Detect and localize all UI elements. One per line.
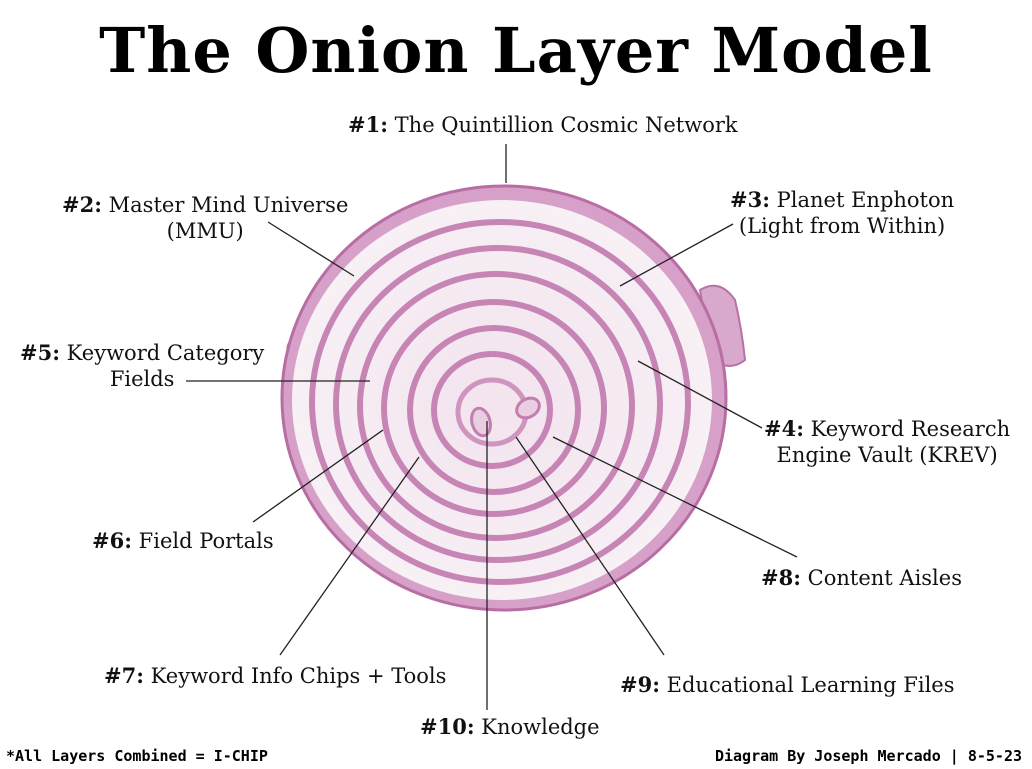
label-number: #8: (761, 565, 801, 590)
label-text: Master Mind Universe (108, 193, 349, 217)
label-layer-7: #7: Keyword Info Chips + Tools (104, 663, 446, 689)
label-layer-3: #3: Planet Enphoton (Light from Within) (730, 187, 954, 239)
leader-line-9 (515, 436, 665, 656)
label-text-line2: Fields (109, 367, 175, 391)
onion-layer-5 (381, 299, 607, 517)
label-layer-4: #4: Keyword Research Engine Vault (KREV) (764, 416, 1010, 468)
label-text: Field Portals (138, 529, 274, 553)
label-layer-5: #5: Keyword Category Fields (20, 340, 264, 392)
label-number: #5: (20, 340, 60, 365)
leader-line-7 (279, 456, 420, 656)
label-number: #4: (764, 416, 804, 441)
label-text: Knowledge (481, 715, 600, 739)
onion-slice (280, 184, 747, 612)
label-text: Planet Enphoton (776, 188, 955, 212)
leader-line-3 (619, 223, 734, 287)
label-number: #3: (730, 187, 770, 212)
label-text-line2: Engine Vault (KREV) (776, 443, 998, 467)
label-layer-1: #1: The Quintillion Cosmic Network (348, 112, 738, 138)
label-text-line2: (MMU) (166, 219, 244, 243)
onion-layer-7 (431, 351, 553, 469)
label-number: #1: (348, 112, 388, 137)
onion-layer-2 (309, 219, 691, 585)
page-title: The Onion Layer Model (99, 14, 933, 87)
leader-line-8 (552, 436, 798, 558)
leader-line-6 (252, 429, 384, 523)
onion-layer-4 (357, 271, 635, 541)
label-layer-8: #8: Content Aisles (761, 565, 962, 591)
label-layer-10: #10: Knowledge (420, 714, 600, 740)
leader-line-4 (637, 360, 763, 429)
footer-credit: Diagram By Joseph Mercado | 8-5-23 (714, 747, 1022, 765)
label-text: Keyword Info Chips + Tools (150, 664, 447, 688)
onion-layer-6 (407, 325, 581, 495)
label-text: Content Aisles (807, 566, 962, 590)
onion-layer-3 (333, 245, 663, 563)
label-text: Educational Learning Files (666, 673, 955, 697)
label-number: #6: (92, 528, 132, 553)
label-text: Keyword Category (66, 341, 265, 365)
label-number: #2: (62, 192, 102, 217)
label-number: #7: (104, 663, 144, 688)
label-text: The Quintillion Cosmic Network (394, 113, 738, 137)
label-number: #9: (620, 672, 660, 697)
label-number: #10: (420, 714, 475, 739)
label-text: Keyword Research (810, 417, 1011, 441)
onion-core-right (515, 396, 541, 420)
label-layer-6: #6: Field Portals (92, 528, 274, 554)
footer-note: *All Layers Combined = I-CHIP (6, 747, 268, 765)
onion-core-left (470, 406, 492, 438)
leader-lines (186, 144, 798, 710)
label-layer-2: #2: Master Mind Universe (MMU) (62, 192, 348, 244)
leader-line-2 (267, 221, 355, 277)
label-layer-9: #9: Educational Learning Files (620, 672, 955, 698)
label-text-line2: (Light from Within) (738, 214, 946, 238)
